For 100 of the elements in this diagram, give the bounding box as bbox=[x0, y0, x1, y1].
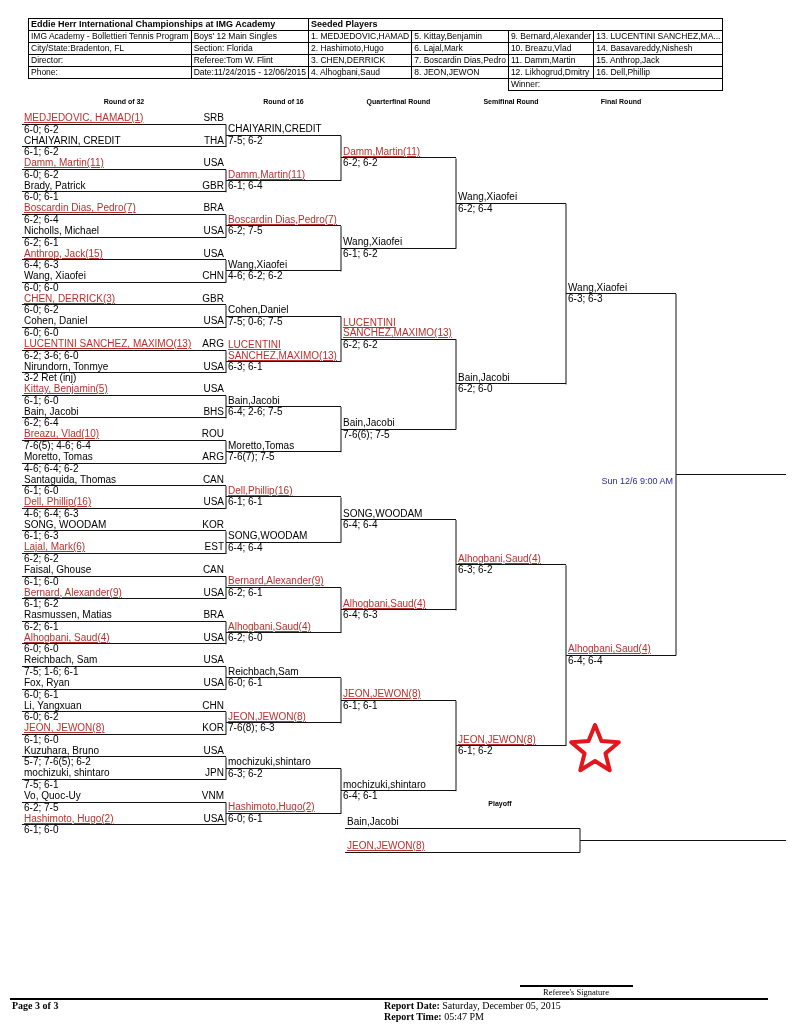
country-code: BRA bbox=[203, 610, 224, 621]
bracket-connector bbox=[225, 530, 227, 544]
bracket-slot bbox=[22, 271, 226, 294]
player-name: Anthrop, Jack(15) bbox=[24, 248, 103, 260]
bracket-connector bbox=[455, 157, 457, 205]
bracket-slot bbox=[22, 745, 226, 768]
player-name: Moretto,Tomas bbox=[228, 440, 295, 452]
bracket-slot bbox=[226, 259, 341, 283]
player-name: Santaguida, Thomas bbox=[24, 474, 117, 486]
bracket-slot bbox=[22, 384, 226, 407]
player-name: Breazu, Vlad(10) bbox=[24, 429, 100, 440]
bracket-connector bbox=[579, 840, 581, 853]
player-name: JEON,JEWON(8) bbox=[343, 689, 421, 700]
country-code: USA bbox=[203, 226, 224, 237]
bracket-slot bbox=[341, 237, 456, 260]
page-number: Page 3 of 3 bbox=[12, 1000, 59, 1011]
bracket-connector bbox=[225, 361, 227, 374]
player-name: Bernard,Alexander(9) bbox=[228, 576, 324, 587]
match-score: 6-1; 6-1 bbox=[343, 700, 378, 712]
bracket-connector bbox=[225, 722, 227, 736]
bracket-slot bbox=[341, 418, 456, 441]
player-name: LUCENTINI SANCHEZ,MAXIMO(13) bbox=[343, 317, 453, 339]
match-score: 6-4; 2-6; 7-5 bbox=[228, 407, 283, 418]
bracket-slot bbox=[22, 406, 226, 429]
winner-cell: Winner: bbox=[508, 78, 723, 91]
match-score: 7-5; 0-6; 7-5 bbox=[228, 316, 283, 328]
bracket-connector bbox=[225, 542, 227, 555]
bracket-slot bbox=[22, 452, 226, 475]
bracket-connector bbox=[340, 496, 342, 521]
bracket-slot bbox=[226, 757, 341, 780]
info-cell: Date:11/24/2015 - 12/06/2015 bbox=[191, 66, 309, 79]
bracket-slot bbox=[226, 485, 341, 509]
player-name: Alhogbani,Saud(4) bbox=[343, 598, 426, 610]
player-name: CHAIYARIN,CREDIT bbox=[228, 124, 322, 135]
player-name: Rasmussen, Matias bbox=[24, 610, 112, 621]
player-name: JEON,JEWON(8) bbox=[458, 734, 536, 746]
match-score: 6-2; 6-4 bbox=[24, 418, 59, 429]
bracket-connector bbox=[675, 474, 677, 657]
bracket-slot bbox=[22, 565, 226, 588]
bracket-slot bbox=[22, 474, 226, 497]
country-code: USA bbox=[203, 813, 224, 825]
player-name: Hashimoto,Hugo(2) bbox=[228, 802, 315, 813]
info-cell: Section: Florida bbox=[191, 42, 309, 55]
match-score: 7-6(6); 7-5 bbox=[343, 429, 390, 441]
bracket-slot bbox=[22, 293, 226, 316]
player-name: Dell, Phillip(16) bbox=[24, 497, 92, 508]
match-score: 6-4; 6-3 bbox=[343, 610, 378, 622]
country-code: ARG bbox=[202, 452, 224, 463]
match-score: 6-0; 6-0 bbox=[24, 282, 59, 294]
bracket-connector bbox=[225, 621, 227, 634]
match-score: 4-6; 6-4; 6-3 bbox=[24, 508, 79, 520]
match-score: 6-1; 6-0 bbox=[24, 734, 59, 746]
player-name: CHEN, DERRICK(3) bbox=[24, 293, 116, 305]
player-name: Vo, Quoc-Uy bbox=[24, 791, 81, 802]
bracket-connector bbox=[225, 451, 227, 464]
bracket-connector bbox=[340, 429, 342, 453]
bracket-slot bbox=[22, 316, 226, 339]
bracket-slot bbox=[341, 598, 456, 622]
player-name: Li, Yangxuan bbox=[24, 700, 82, 712]
bracket-slot bbox=[22, 429, 226, 452]
player-name: Alhogbani,Saud(4) bbox=[458, 553, 541, 565]
bracket-slot bbox=[226, 666, 341, 689]
match-score: 6-2; 6-0 bbox=[228, 633, 263, 644]
bracket-connector bbox=[565, 564, 567, 657]
match-score: 6-1; 6-2 bbox=[343, 248, 378, 260]
info-cell: Boys' 12 Main Singles bbox=[191, 30, 309, 43]
player-name: Lajal, Mark(6) bbox=[24, 542, 86, 553]
bracket-connector bbox=[565, 293, 567, 385]
bracket-connector bbox=[225, 225, 227, 238]
player-name: mochizuki,shintaro bbox=[343, 779, 426, 791]
country-code: JPN bbox=[205, 768, 224, 779]
match-score: 4-6; 6-4; 6-2 bbox=[24, 463, 79, 475]
player-name: Bernard, Alexander(9) bbox=[24, 587, 122, 599]
match-score: 6-2; 3-6; 6-0 bbox=[24, 350, 79, 362]
player-name: Faisal, Ghouse bbox=[24, 565, 92, 576]
player-name: Wang,Xiaofei bbox=[343, 237, 403, 248]
bracket-connector bbox=[340, 225, 342, 250]
bracket-connector bbox=[225, 587, 227, 600]
match-score: 6-3; 6-3 bbox=[568, 294, 603, 305]
country-code: CHN bbox=[202, 700, 224, 712]
report-date: Report Date: Saturday, December 05, 2015 bbox=[384, 1000, 561, 1011]
info-cell: Phone: bbox=[28, 66, 192, 79]
player-name: Boscardin Dias, Pedro(7) bbox=[24, 203, 136, 214]
player-name: Bain,Jacobi bbox=[458, 372, 510, 384]
match-score: 6-2; 6-0 bbox=[458, 384, 493, 396]
match-score: 6-1; 6-3 bbox=[24, 531, 59, 542]
bracket-connector bbox=[340, 406, 342, 431]
bracket-connector bbox=[675, 293, 677, 476]
player-name: SONG, WOODAM bbox=[24, 519, 107, 531]
match-score: 6-4; 6-4 bbox=[343, 520, 378, 531]
bracket-connector bbox=[225, 768, 227, 781]
match-score: 6-0; 6-1 bbox=[228, 813, 263, 825]
tournament-title: Eddie Herr International Championships at IMG Academy bbox=[28, 18, 309, 31]
bracket-slot bbox=[22, 791, 226, 814]
seed-cell: 2. Hashimoto,Hugo bbox=[308, 42, 412, 55]
seed-cell: 7. Boscardin Dias,Pedro bbox=[411, 54, 509, 67]
bracket-connector bbox=[225, 135, 227, 148]
country-code: VNM bbox=[201, 791, 224, 802]
match-score: 6-3; 6-2 bbox=[458, 565, 493, 576]
match-schedule-text: Sun 12/6 9:00 AM bbox=[601, 476, 673, 487]
